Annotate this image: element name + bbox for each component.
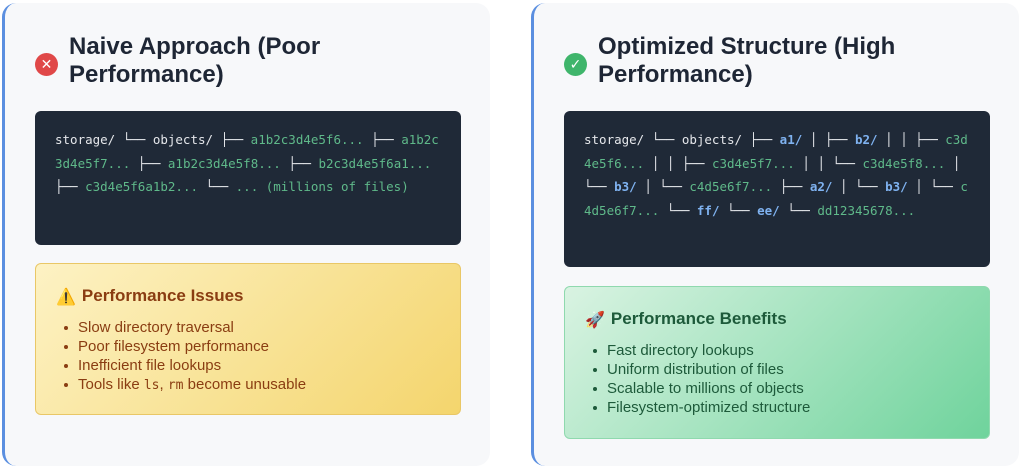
- tree-file: b2c3d4e5f6a1...: [318, 155, 432, 171]
- performance-benefits-title: Performance Benefits: [610, 309, 787, 328]
- list-item: Tools like ls, rm become unusable: [64, 375, 440, 395]
- tree-connector: │ │ └──: [794, 155, 863, 171]
- list-item-text: Filesystem-optimized structure: [607, 399, 811, 416]
- list-item: Inefficient file lookups: [64, 356, 440, 375]
- naive-heading: ✕ Naive Approach (Poor Performance): [35, 33, 455, 89]
- naive-approach-card: ✕ Naive Approach (Poor Performance) stor…: [2, 3, 490, 466]
- list-item-text: Inefficient file lookups: [78, 357, 222, 374]
- list-item: Fast directory lookups: [593, 341, 969, 360]
- tree-file: c4d5e6f7...: [689, 179, 773, 194]
- list-item: Poor filesystem performance: [64, 337, 440, 356]
- tree-file: (millions of files): [265, 179, 409, 194]
- warning-icon: ⚠️: [56, 286, 76, 306]
- tree-file: c3d4e5f6...: [584, 132, 968, 171]
- x-circle-icon: ✕: [35, 53, 58, 76]
- tree-directory: ee/: [757, 202, 780, 218]
- tree-connector: ├──: [280, 155, 319, 171]
- tree-connector: ├──: [130, 155, 168, 171]
- tree-connector: │ └──: [636, 179, 690, 194]
- performance-issues-box: ⚠️ Performance Issues Slow directory tra…: [35, 263, 461, 415]
- list-item: Scalable to millions of objects: [593, 379, 969, 398]
- optimized-heading: ✓ Optimized Structure (High Performance): [564, 33, 984, 89]
- optimized-title: Optimized Structure (High Performance): [598, 33, 896, 88]
- tree-directory: a1/: [779, 132, 803, 147]
- tree-file: dd12345678...: [817, 202, 916, 218]
- tree-directory: a2/: [809, 179, 833, 194]
- tree-file: c4d5e6f7...: [584, 179, 968, 218]
- tree-connector: ├──: [363, 132, 402, 147]
- naive-title: Naive Approach (Poor Performance): [69, 33, 321, 88]
- inline-code: rm: [167, 378, 184, 393]
- check-circle-icon: ✓: [564, 53, 587, 76]
- list-item-text: Scalable to millions of objects: [607, 380, 804, 397]
- tree-connector: └──: [779, 202, 818, 218]
- tree-file: c3d4e5f8...: [862, 155, 946, 171]
- tree-file: a1b2c3d4e5f6...: [250, 132, 364, 147]
- rocket-icon: 🚀: [585, 309, 605, 329]
- performance-issues-title: Performance Issues: [81, 286, 244, 305]
- tree-connector: │ └──: [832, 179, 886, 194]
- list-item: Uniform distribution of files: [593, 360, 969, 379]
- tree-connector: └──: [719, 202, 758, 218]
- tree-connector: storage/ └── objects/ ├──: [584, 132, 780, 147]
- tree-file: ...: [235, 179, 259, 194]
- list-item-text: ,: [159, 376, 168, 393]
- list-item-text: Tools like: [78, 376, 144, 393]
- list-item-text: become unusable: [183, 376, 307, 393]
- tree-connector: ├──: [772, 179, 810, 194]
- tree-directory: ff/: [696, 202, 720, 218]
- performance-benefits-title-row: 🚀 Performance Benefits: [585, 309, 969, 329]
- tree-connector: │ └──: [907, 179, 961, 194]
- tree-connector: │ ├──: [802, 132, 855, 147]
- tree-connector: storage/ └── objects/ ├──: [55, 132, 251, 147]
- tree-connector: │ │ ├──: [877, 132, 946, 147]
- tree-directory: b3/: [885, 179, 908, 194]
- tree-connector: [258, 179, 266, 194]
- tree-connector: └──: [659, 202, 697, 218]
- tree-file: c3d4e5f7...: [711, 155, 795, 171]
- inline-code: ls: [143, 378, 160, 393]
- tree-connector: └──: [198, 179, 236, 194]
- tree-file: c3d4e5f6a1b2...: [85, 179, 198, 194]
- tree-directory: b3/: [614, 179, 637, 194]
- tree-file: a1b2c3d4e5f7...: [55, 132, 439, 171]
- list-item-text: Slow directory traversal: [78, 319, 234, 336]
- tree-connector: │ │ ├──: [644, 155, 712, 171]
- tree-file: a1b2c3d4e5f8...: [167, 155, 281, 171]
- tree-directory: b2/: [854, 132, 878, 147]
- list-item-text: Fast directory lookups: [607, 342, 754, 359]
- tree-connector: │ └──: [584, 155, 961, 195]
- optimized-tree-code: storage/ └── objects/ ├── a1/ │ ├── b2/ …: [564, 111, 990, 267]
- performance-issues-title-row: ⚠️ Performance Issues: [56, 286, 440, 306]
- list-item-text: Poor filesystem performance: [78, 338, 269, 355]
- optimized-structure-card: ✓ Optimized Structure (High Performance)…: [531, 3, 1019, 466]
- performance-benefits-box: 🚀 Performance Benefits Fast directory lo…: [564, 286, 990, 439]
- list-item-text: Uniform distribution of files: [607, 361, 784, 378]
- tree-connector: ├──: [55, 179, 86, 194]
- list-item: Filesystem-optimized structure: [593, 398, 969, 417]
- list-item: Slow directory traversal: [64, 318, 440, 337]
- naive-tree-code: storage/ └── objects/ ├── a1b2c3d4e5f6..…: [35, 111, 461, 245]
